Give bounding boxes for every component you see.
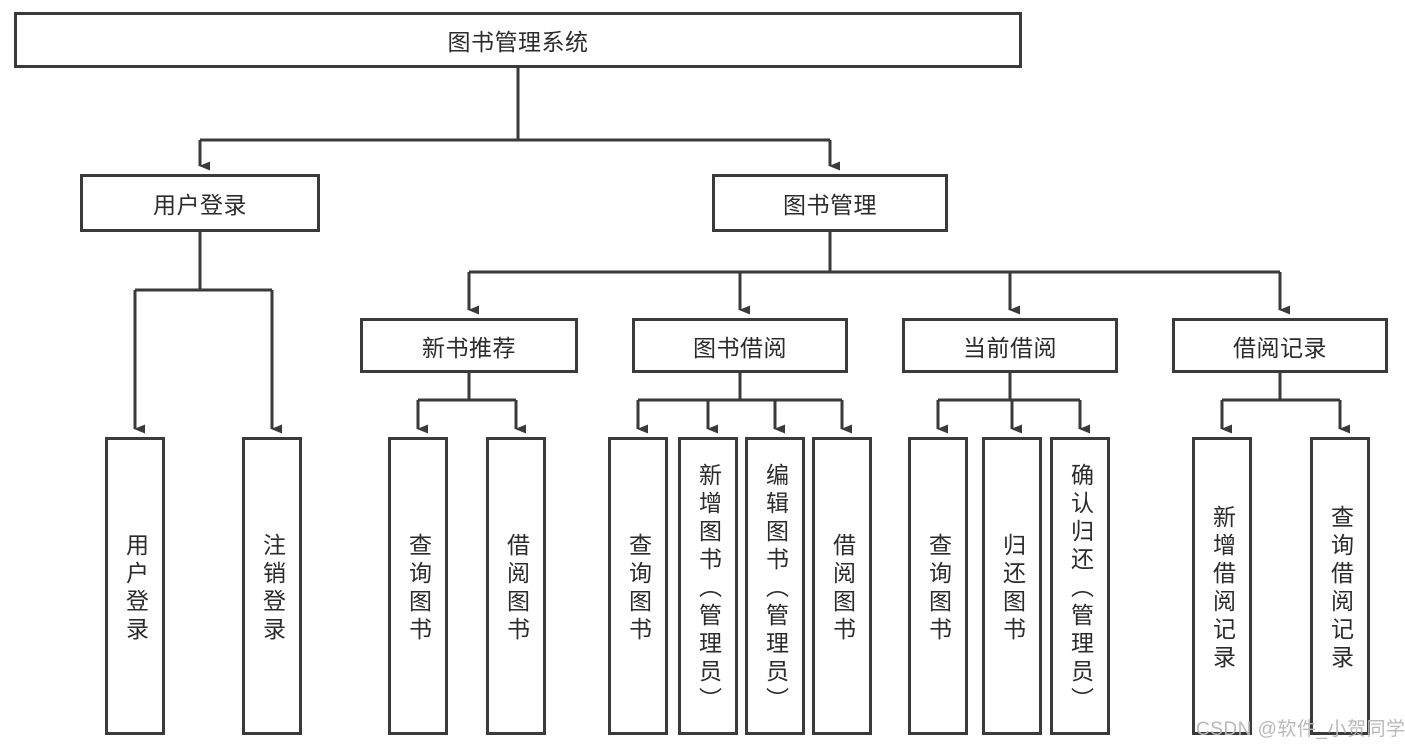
leaf-query-record-label: 查询借阅记录	[1327, 505, 1354, 673]
leaf-add-book-label: 新增图书（管理员）	[695, 463, 722, 715]
leaf-query-book-2-label: 查询图书	[625, 533, 652, 645]
leaf-user-login-label: 用户登录	[122, 533, 149, 645]
node-new-book-recommend-label: 新书推荐	[422, 334, 516, 361]
leaf-query-book-1[interactable]: 查询图书	[388, 437, 448, 735]
leaf-return-book-label: 归还图书	[999, 533, 1026, 645]
node-book-borrow-label: 图书借阅	[693, 334, 787, 361]
leaf-logout-label: 注销登录	[259, 533, 286, 645]
leaf-return-book[interactable]: 归还图书	[982, 437, 1042, 735]
leaf-add-record[interactable]: 新增借阅记录	[1192, 437, 1252, 735]
leaf-confirm-return[interactable]: 确认归还（管理员）	[1050, 437, 1110, 735]
node-user-login[interactable]: 用户登录	[80, 174, 320, 232]
csdn-watermark: CSDN @软件_小贺同学	[1196, 719, 1405, 740]
node-root-system-label: 图书管理系统	[447, 29, 589, 55]
node-book-manage-label: 图书管理	[783, 192, 877, 218]
leaf-add-record-label: 新增借阅记录	[1209, 505, 1236, 673]
leaf-query-book-3[interactable]: 查询图书	[908, 437, 968, 735]
node-new-book-recommend[interactable]: 新书推荐	[360, 318, 578, 373]
leaf-query-record[interactable]: 查询借阅记录	[1310, 437, 1370, 735]
leaf-query-book-3-label: 查询图书	[925, 533, 952, 645]
leaf-borrow-book-1-label: 借阅图书	[503, 533, 530, 645]
node-root-system[interactable]: 图书管理系统	[14, 12, 1022, 68]
leaf-add-book[interactable]: 新增图书（管理员）	[678, 437, 738, 735]
node-current-borrow-label: 当前借阅	[963, 334, 1057, 361]
node-user-login-label: 用户登录	[153, 192, 247, 218]
leaf-borrow-book-1[interactable]: 借阅图书	[486, 437, 546, 735]
leaf-logout[interactable]: 注销登录	[242, 437, 302, 735]
node-book-borrow[interactable]: 图书借阅	[632, 318, 848, 373]
leaf-borrow-book-2[interactable]: 借阅图书	[812, 437, 872, 735]
node-current-borrow[interactable]: 当前借阅	[902, 318, 1118, 373]
leaf-edit-book[interactable]: 编辑图书（管理员）	[745, 437, 805, 735]
node-book-manage[interactable]: 图书管理	[712, 174, 948, 232]
leaf-query-book-1-label: 查询图书	[405, 533, 432, 645]
node-borrow-record[interactable]: 借阅记录	[1172, 318, 1388, 373]
leaf-confirm-return-label: 确认归还（管理员）	[1067, 463, 1094, 715]
leaf-edit-book-label: 编辑图书（管理员）	[762, 463, 789, 715]
node-borrow-record-label: 借阅记录	[1233, 334, 1327, 361]
leaf-user-login[interactable]: 用户登录	[105, 437, 165, 735]
leaf-query-book-2[interactable]: 查询图书	[608, 437, 668, 735]
leaf-borrow-book-2-label: 借阅图书	[829, 533, 856, 645]
